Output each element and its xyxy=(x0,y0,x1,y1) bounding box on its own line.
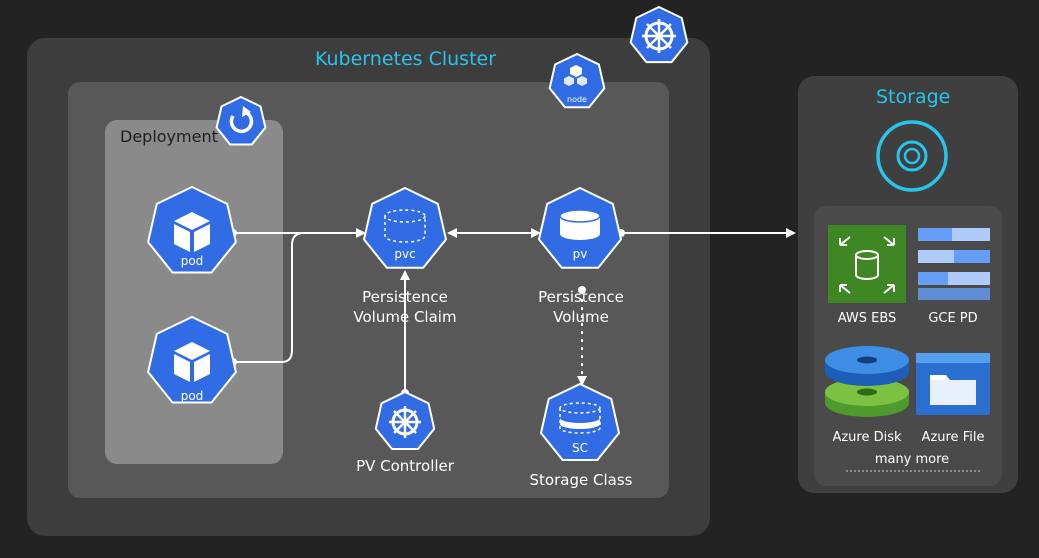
storage-disk-icon xyxy=(876,120,948,192)
storage-title: Storage xyxy=(876,86,951,108)
pod-label: pod xyxy=(181,254,204,268)
pod-label: pod xyxy=(181,389,204,403)
pvc-icon-label: pvc xyxy=(394,247,415,261)
node-icon-label: node xyxy=(567,95,587,104)
pv-icon-label: pv xyxy=(573,247,588,261)
azure-disk-icon xyxy=(825,346,909,417)
deployment-title: Deployment xyxy=(120,127,218,146)
storage-class-icon-label: SC xyxy=(572,441,588,455)
cluster-title: Kubernetes Cluster xyxy=(315,48,497,70)
storage-class-icon: SC xyxy=(539,382,621,461)
kubernetes-logo-icon xyxy=(629,5,689,64)
pv-icon: pv xyxy=(537,186,623,269)
pv-controller-caption: PV Controller xyxy=(356,457,454,475)
azure-disk-label: Azure Disk xyxy=(832,430,902,445)
connectors xyxy=(234,228,796,393)
gce-pd-icon xyxy=(918,228,990,300)
aws-ebs-icon xyxy=(828,225,906,303)
gce-pd-label: GCE PD xyxy=(928,311,978,326)
pv-controller-icon xyxy=(374,390,436,450)
pod-icon: pod xyxy=(147,315,237,404)
pvc-icon: pvc xyxy=(362,186,448,269)
aws-ebs-label: AWS EBS xyxy=(837,311,897,326)
deployment-icon xyxy=(215,95,267,146)
many-more-label: many more xyxy=(874,452,950,467)
pod2-to-pvc-arrow xyxy=(234,232,305,363)
pv-caption: Persistence Volume xyxy=(506,287,656,327)
azure-file-icon xyxy=(916,353,990,415)
node-icon: node xyxy=(548,52,606,109)
many-more-dotted-line xyxy=(846,470,980,472)
pv-caption-line1: Persistence xyxy=(538,288,624,306)
azure-file-label: Azure File xyxy=(921,430,985,445)
storage-class-caption: Storage Class xyxy=(529,471,633,489)
deployment-box xyxy=(105,120,283,464)
pod-icon: pod xyxy=(147,185,237,274)
pv-caption-line2: Volume xyxy=(553,308,609,326)
